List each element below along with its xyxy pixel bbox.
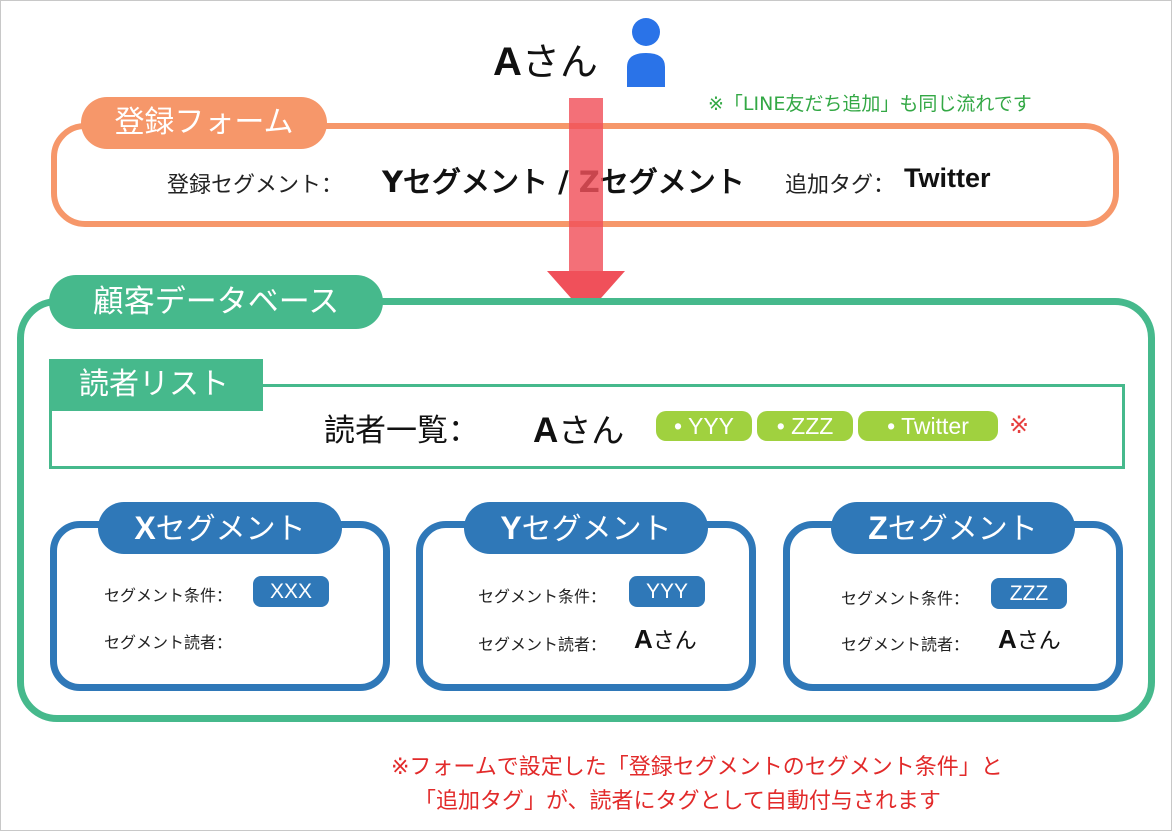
- person-icon: [627, 18, 665, 87]
- segment-reader: Aさん: [634, 624, 697, 654]
- auto-tag-note-line2: 「追加タグ」が、読者にタグとして自動付与されます: [414, 789, 941, 814]
- added-tag-label: 追加タグ：: [785, 173, 896, 198]
- segment-x-title: Xセグメント: [98, 502, 342, 554]
- down-arrow-icon: [547, 271, 625, 315]
- segment-z-box: [783, 521, 1123, 691]
- segment-readers-label: セグメント読者：: [841, 635, 970, 654]
- segment-condition-badge: XXX: [253, 576, 329, 607]
- segment-condition-badge: ZZZ: [991, 578, 1067, 609]
- segment-readers-label: セグメント読者：: [104, 633, 233, 652]
- tag-note-mark: ※: [1009, 411, 1030, 439]
- segment-condition-label: セグメント条件：: [104, 586, 233, 605]
- segment-z-title: Zセグメント: [831, 502, 1075, 554]
- segment-y-title: Yセグメント: [464, 502, 708, 554]
- segment-condition-badge: YYY: [629, 576, 705, 607]
- customer-database-title: 顧客データベース: [49, 275, 383, 329]
- registration-segment-label: 登録セグメント：: [167, 173, 344, 198]
- registration-segments: Yセグメント / Zセグメント: [382, 165, 745, 199]
- user-name: Aさん: [493, 40, 598, 84]
- segment-condition-label: セグメント条件：: [478, 587, 607, 606]
- reader-tag: • Twitter: [858, 411, 998, 441]
- line-friend-note: ※「LINE友だち追加」も同じ流れです: [708, 93, 1032, 115]
- segment-x-box: [50, 521, 390, 691]
- reader-tag: • ZZZ: [757, 411, 853, 441]
- segment-condition-label: セグメント条件：: [841, 589, 970, 608]
- flow-arrow-shaft: [569, 98, 603, 278]
- reader-name: Aさん: [533, 411, 625, 450]
- segment-reader: Aさん: [998, 624, 1061, 654]
- added-tag-value: Twitter: [904, 163, 991, 193]
- registration-form-title: 登録フォーム: [81, 97, 327, 149]
- auto-tag-note-line1: ※フォームで設定した「登録セグメントのセグメント条件」と: [391, 755, 1003, 780]
- segment-readers-label: セグメント読者：: [478, 635, 607, 654]
- reader-overview-label: 読者一覧：: [324, 413, 479, 449]
- reader-list-title: 読者リスト: [49, 359, 263, 411]
- reader-tag: • YYY: [656, 411, 752, 441]
